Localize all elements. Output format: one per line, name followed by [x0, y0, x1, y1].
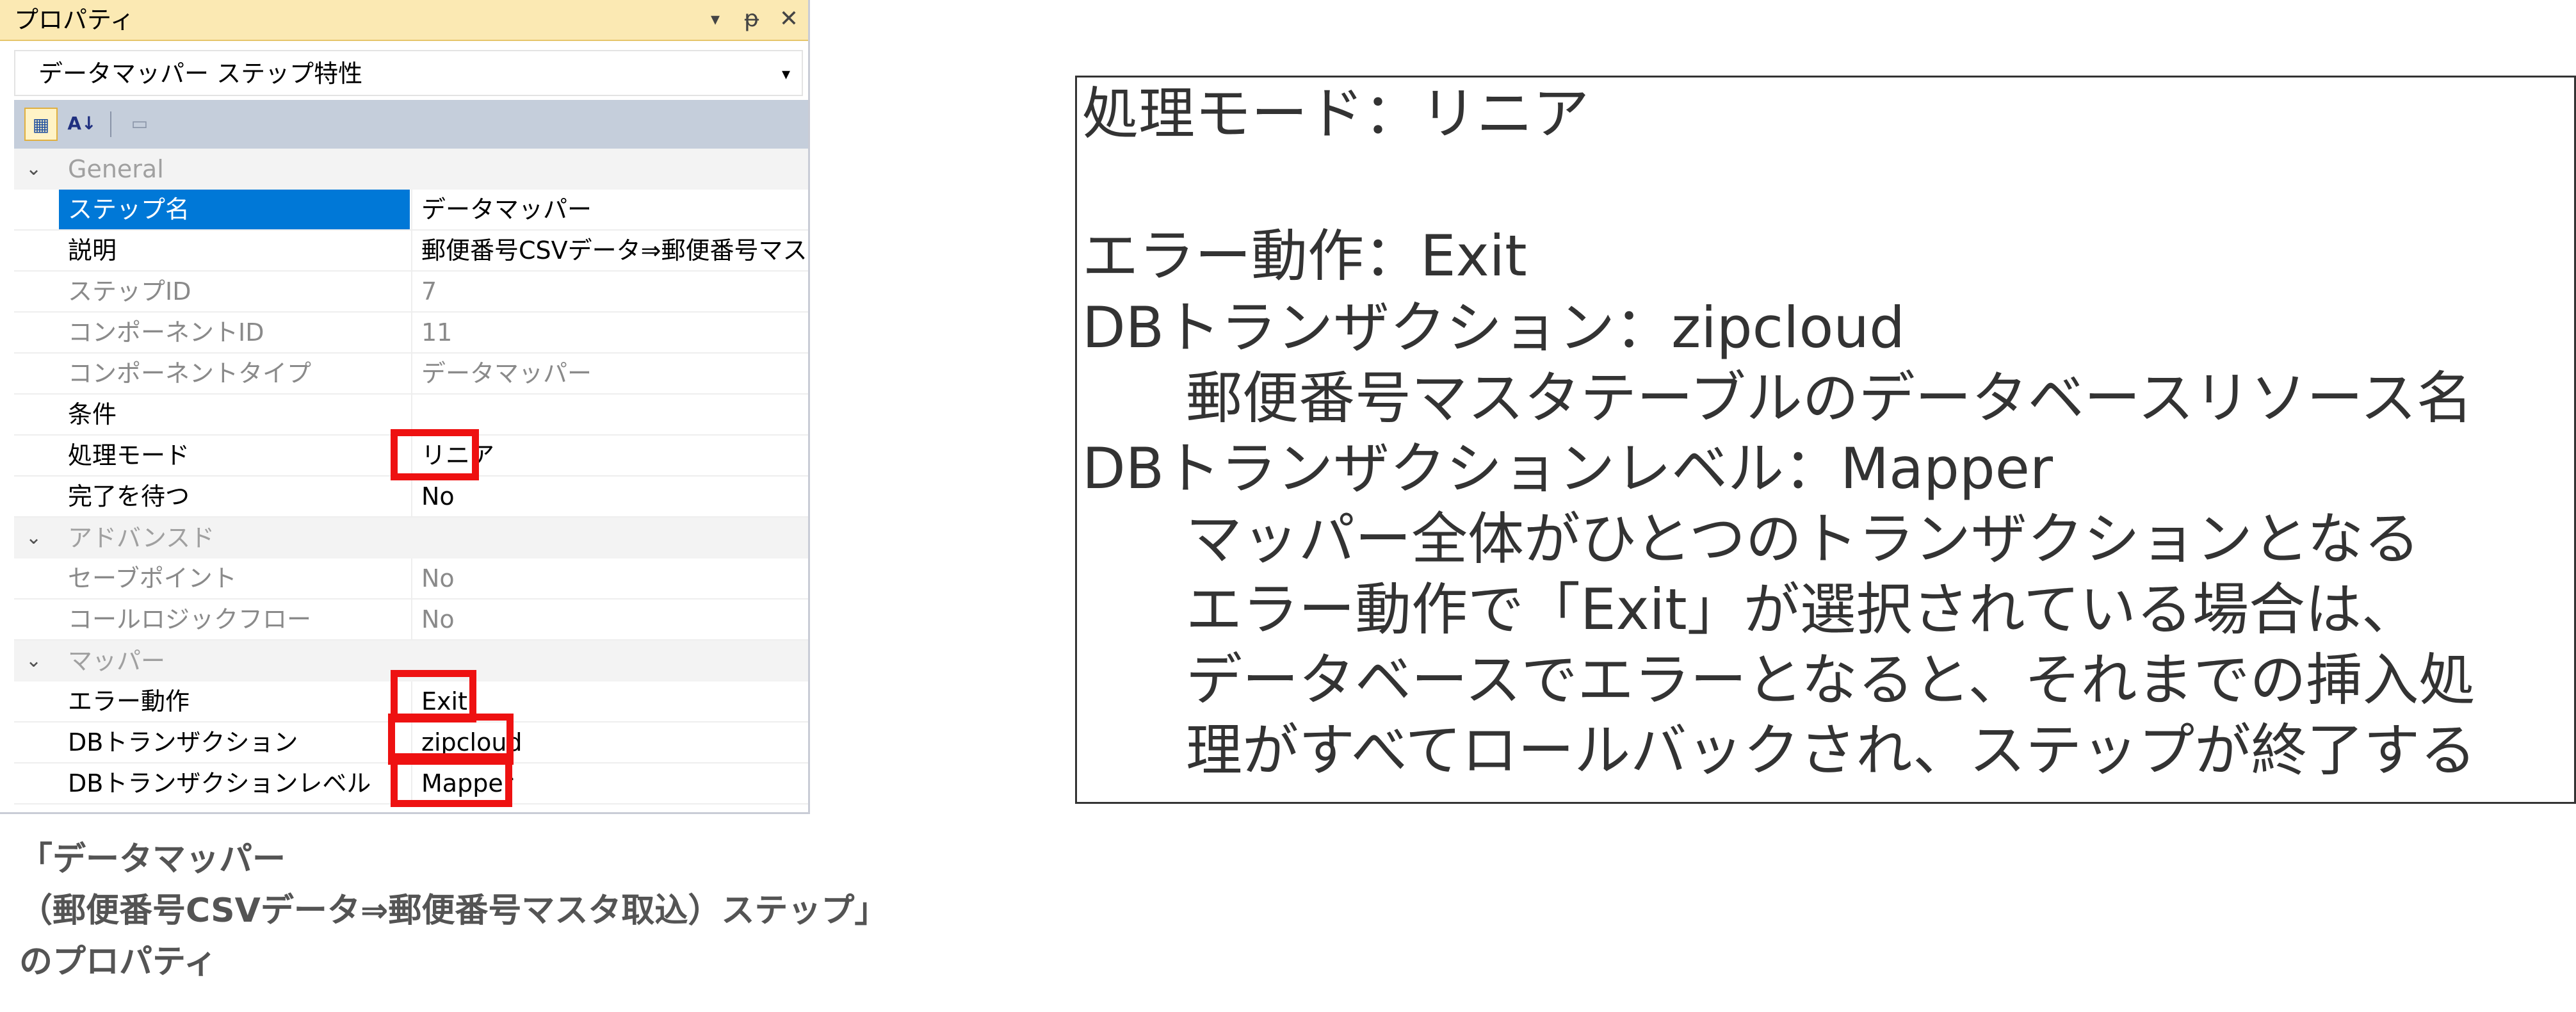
property-row-step-name[interactable]: ステップ名 データマッパー — [14, 190, 808, 231]
property-value[interactable]: Exit — [411, 681, 808, 721]
property-name: エラー動作 — [68, 687, 190, 715]
property-name: 完了を待つ — [68, 482, 190, 510]
category-label: マッパー — [68, 647, 166, 675]
property-value[interactable]: No — [411, 477, 808, 516]
explanation-error-action: エラー動作：Exit — [1082, 223, 1527, 289]
property-row-save-point[interactable]: セーブポイント No — [14, 559, 808, 600]
explanation-processing-mode: 処理モード：リニア — [1082, 81, 1590, 147]
explanation-level-note: 理がすべてロールバックされ、ステップが終了する — [1186, 717, 2477, 783]
property-name: ステップID — [68, 277, 191, 306]
property-name: ステップ名 — [59, 190, 410, 229]
property-name: 説明 — [68, 236, 117, 265]
property-value[interactable]: 郵便番号CSVデータ⇒郵便番号マスタ — [411, 231, 808, 270]
caption-line: 「データマッパー — [19, 840, 286, 879]
property-value[interactable]: データマッパー — [411, 190, 808, 229]
property-row-step-id[interactable]: ステップID 7 — [14, 272, 808, 313]
properties-panel: プロパティ ▾ ᵽ ✕ データマッパー ステップ特性 ▾ ▦ A↓ ▭ ⌄ Ge… — [0, 0, 810, 814]
explanation-level-note: エラー動作で「Exit」が選択されている場合は、 — [1186, 576, 2418, 642]
panel-titlebar: プロパティ ▾ ᵽ ✕ — [0, 0, 808, 41]
panel-caption: 「データマッパー （郵便番号CSVデータ⇒郵便番号マスタ取込）ステップ」 のプロ… — [19, 834, 1159, 988]
property-row-call-logic-flow[interactable]: コールロジックフロー No — [14, 600, 808, 641]
property-row-component-type[interactable]: コンポーネントタイプ データマッパー — [14, 354, 808, 395]
property-value: 7 — [411, 272, 808, 311]
chevron-down-icon[interactable]: ▾ — [781, 65, 790, 84]
caption-line: （郵便番号CSVデータ⇒郵便番号マスタ取込）ステップ」 — [19, 892, 888, 930]
explanation-level-note: マッパー全体がひとつのトランザクションとなる — [1186, 506, 2420, 572]
property-name: DBトランザクション — [68, 728, 298, 756]
property-name: DBトランザクションレベル — [68, 769, 371, 797]
object-selector-dropdown[interactable]: データマッパー ステップ特性 ▾ — [14, 50, 803, 96]
chevron-down-icon[interactable]: ⌄ — [26, 649, 42, 672]
property-value[interactable]: リニア — [411, 436, 808, 475]
toolbar-separator — [110, 111, 111, 137]
property-toolbar: ▦ A↓ ▭ — [14, 100, 808, 149]
categorized-view-icon[interactable]: ▦ — [24, 108, 58, 141]
property-value: 11 — [411, 313, 808, 352]
property-row-description[interactable]: 説明 郵便番号CSVデータ⇒郵便番号マスタ — [14, 231, 808, 272]
chevron-down-icon[interactable]: ⌄ — [26, 158, 42, 180]
property-pages-icon[interactable]: ▭ — [131, 113, 149, 134]
explanation-box: 処理モード：リニア エラー動作：Exit DBトランザクション：zipcloud… — [1075, 76, 2576, 804]
property-row-component-id[interactable]: コンポーネントID 11 — [14, 313, 808, 354]
close-icon[interactable]: ✕ — [779, 6, 799, 32]
explanation-db-transaction-level: DBトランザクションレベル：Mapper — [1082, 436, 2054, 502]
panel-title: プロパティ — [14, 6, 134, 34]
highlight-db-transaction-level — [391, 753, 512, 807]
explanation-db-transaction-note: 郵便番号マスタテーブルのデータベースリソース名 — [1186, 365, 2473, 431]
alphabetical-sort-icon[interactable]: A↓ — [67, 113, 97, 134]
explanation-db-transaction: DBトランザクション：zipcloud — [1082, 295, 1905, 361]
chevron-down-icon[interactable]: ⌄ — [26, 526, 42, 549]
property-value[interactable] — [411, 395, 808, 434]
category-label: アドバンスド — [68, 524, 215, 552]
object-selector-value: データマッパー ステップ特性 — [38, 60, 363, 88]
property-name: コンポーネントID — [68, 318, 264, 347]
property-value: No — [411, 559, 808, 598]
property-name: セーブポイント — [68, 564, 237, 592]
explanation-level-note: データベースでエラーとなると、それまでの挿入処 — [1186, 647, 2475, 713]
property-name: 処理モード — [68, 441, 190, 469]
property-row-wait-complete[interactable]: 完了を待つ No — [14, 477, 808, 518]
property-name: 条件 — [68, 400, 117, 428]
caption-line: のプロパティ — [19, 943, 217, 981]
highlight-processing-mode — [391, 429, 479, 480]
property-value[interactable]: Mapper — [411, 763, 808, 803]
property-value[interactable]: zipcloud — [411, 722, 808, 762]
property-value: No — [411, 600, 808, 639]
property-name: コールロジックフロー — [68, 605, 312, 633]
property-name: コンポーネントタイプ — [68, 359, 312, 388]
window-menu-dropdown-icon[interactable]: ▾ — [710, 8, 720, 29]
category-label: General — [68, 155, 164, 183]
category-advanced[interactable]: ⌄ アドバンスド — [14, 518, 808, 559]
property-value: データマッパー — [411, 354, 808, 393]
category-general[interactable]: ⌄ General — [14, 149, 808, 190]
highlight-db-transaction — [388, 714, 514, 765]
pin-icon[interactable]: ᵽ — [743, 6, 759, 32]
